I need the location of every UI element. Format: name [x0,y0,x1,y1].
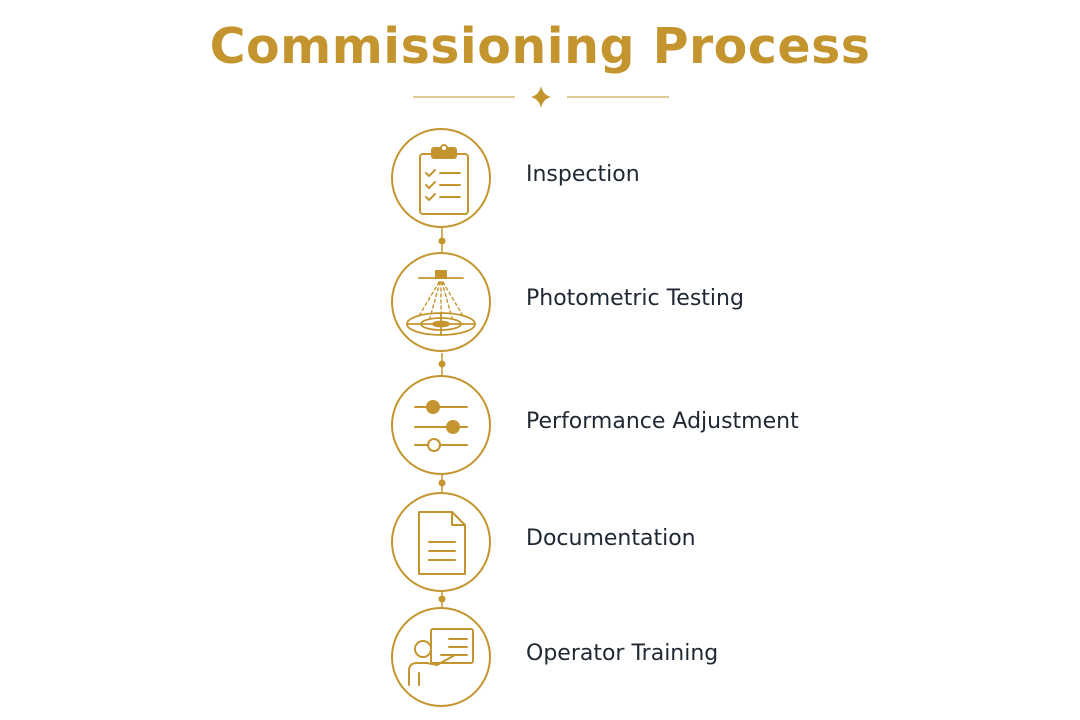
step-photometric-testing: Photometric Testing [0,252,1080,356]
step-icon-circle [391,128,491,228]
step-icon-circle [391,492,491,592]
step-icon-circle [391,375,491,475]
step-label: Operator Training [526,641,719,666]
step-icon-circle [391,607,491,707]
document-icon [418,511,466,575]
clipboard-checklist-icon [419,144,469,215]
presenter-board-icon [408,628,474,686]
step-inspection: Inspection [0,128,1080,232]
step-operator-training: Operator Training [0,607,1080,711]
step-documentation: Documentation [0,492,1080,596]
step-label: Inspection [526,162,640,187]
step-icon-circle [391,252,491,352]
page-title: Commissioning Process [209,18,871,75]
step-label: Documentation [526,526,696,551]
light-photometry-icon [406,270,476,336]
step-label: Performance Adjustment [526,409,799,434]
step-label: Photometric Testing [526,286,744,311]
slider-controls-icon [414,400,468,452]
step-performance-adjustment: Performance Adjustment [0,375,1080,479]
